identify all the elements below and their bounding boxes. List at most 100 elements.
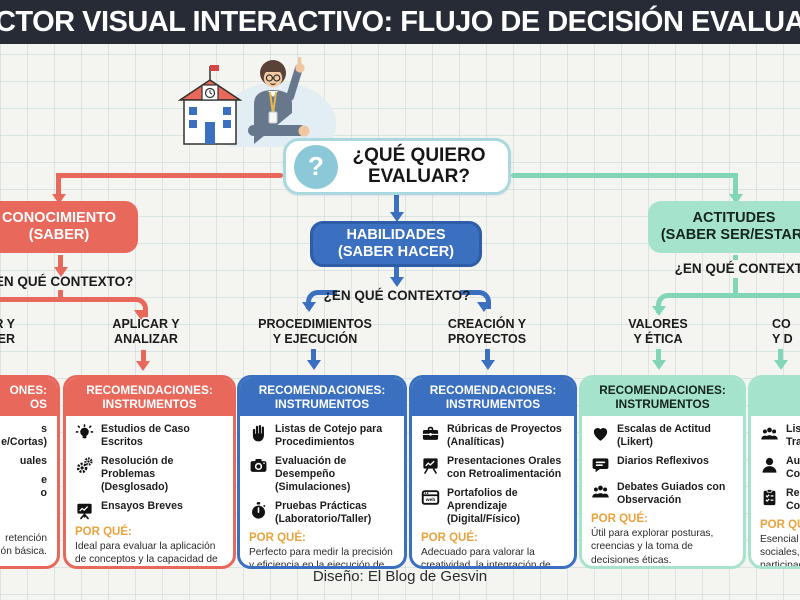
arrowhead-red-down-icon [53, 267, 68, 277]
why-section: POR QUÉ: Adecuado para valorar la creati… [421, 531, 565, 569]
card-header: ONES: OS [0, 378, 57, 417]
card-header: RECOMENDACIONES: INSTRUMENTOS [412, 378, 574, 417]
connector-red-stem [58, 255, 63, 269]
connector-blue-stem [485, 349, 490, 362]
sublabel-aplicar-analizar: APLICAR Y ANALIZAR [112, 317, 180, 346]
arrowhead-teal-down-icon [651, 360, 666, 370]
card-header: RECO INS [751, 378, 800, 417]
instrument-item: RegiCon [760, 487, 800, 513]
sublabel-recordar: R Y ER [0, 317, 15, 346]
connector-teal-stem [733, 278, 738, 294]
connector-teal-vertical [733, 173, 738, 196]
why-section: POR QUÉ: Perfecto para medir la precisió… [249, 532, 395, 569]
person-icon [760, 456, 779, 475]
briefcase-icon [421, 424, 440, 443]
card-header: RECOMENDACIONES: INSTRUMENTOS [582, 378, 743, 417]
why-label: POR QUÉ: [75, 525, 132, 538]
arrowhead-blue-down-icon [301, 302, 316, 312]
connector-teal-stem [778, 349, 783, 362]
elbow-blue-left [306, 290, 337, 309]
connector-red-vertical [56, 173, 61, 196]
root-question-text: ¿QUÉ QUIERO EVALUAR? [352, 144, 486, 187]
branch-box-habilidades: HABILIDADES (SABER HACER) [310, 221, 482, 267]
arrowhead-teal-down-icon [651, 306, 666, 316]
instrument-item: Pruebas Prácticas(Laboratorio/Taller) [249, 500, 395, 526]
why-text: Ideal para evaluar la aplicación de conc… [75, 540, 218, 566]
why-text: Útil para explorar posturas, creencias y… [591, 528, 714, 566]
card-valores-instruments: RECOMENDACIONES: INSTRUMENTOS Escalas de… [579, 375, 746, 569]
instrument-item: Ensayos Breves [75, 500, 224, 520]
branch-box-conocimiento: CONOCIMIENTO (SABER) [0, 201, 138, 253]
elbow-blue-right [460, 290, 491, 309]
heart-icon [591, 424, 610, 443]
arrowhead-blue-down-icon [389, 212, 404, 222]
gears-icon [75, 456, 94, 475]
bracket-red [0, 297, 148, 317]
sublabel-convivencia: CO Y D [772, 317, 793, 346]
presentation-board-icon [75, 501, 94, 520]
why-label: POR QUÉ: [591, 513, 648, 525]
arrowhead-blue-down-icon [306, 360, 321, 370]
hand-icon [249, 424, 268, 443]
context-question-conocimiento: ¿EN QUÉ CONTEXTO? [0, 274, 134, 289]
why-section: POR QUÉ: Ideal para evaluar la aplicació… [75, 525, 224, 566]
card-header: RECOMENDACIONES: INSTRUMENTOS [240, 378, 404, 417]
camera-icon [249, 456, 268, 475]
instrument-item: uales [19, 455, 47, 468]
speech-bubble-icon [591, 456, 610, 475]
clipboard-icon [760, 488, 779, 507]
arrowhead-red-down-icon [133, 310, 148, 320]
instrument-item: Diarios Reflexivos [591, 455, 734, 475]
why-label: POR QUÉ: [421, 531, 478, 544]
arrowhead-blue-down-icon [389, 277, 404, 287]
instrument-item: ListaTrab [760, 423, 800, 449]
connector-blue-vertical [394, 195, 399, 214]
lightbulb-icon [75, 424, 94, 443]
arrowhead-red-down-icon [136, 361, 150, 371]
instrument-item: Rúbricas de Proyectos(Analíticas) [421, 423, 565, 449]
sublabel-valores-etica: VALORES Y ÉTICA [628, 317, 688, 346]
context-question-actitudes: ¿EN QUÉ CONTEXTO? [674, 261, 800, 276]
card-convivencia-instruments: RECO INS ListaTrab AutoCoe RegiCon POR Q… [748, 375, 800, 569]
card-procedimientos-instruments: RECOMENDACIONES: INSTRUMENTOS Listas de … [237, 375, 407, 569]
card-header: RECOMENDACIONES: INSTRUMENTOS [66, 378, 233, 417]
chart-presentation-icon [421, 456, 440, 475]
why-section: POR QUÉ: Útil para explorar posturas, cr… [591, 513, 734, 566]
teacher-illustration [248, 57, 310, 144]
why-section: POR QUÉ Esencial psociales, rparticipac [760, 519, 800, 569]
instrument-item: Escalas de Actitud(Likert) [591, 423, 734, 449]
web-browser-icon [421, 488, 440, 507]
connector-teal-stem [733, 255, 738, 260]
design-credit: Diseño: El Blog de Gesvin [312, 568, 488, 585]
connector-teal-horizontal [511, 173, 738, 178]
connector-teal-stem [656, 349, 661, 362]
connector-red-stem [58, 290, 63, 298]
why-text: Adecuado para valorar la creatividad, la… [421, 546, 551, 569]
group-icon [591, 482, 610, 501]
root-question-box: ? ¿QUÉ QUIERO EVALUAR? [283, 138, 511, 195]
why-text: Esencial psociales, rparticipac [760, 533, 800, 569]
instrument-item: AutoCoe [760, 455, 800, 481]
connector-red-horizontal [56, 173, 283, 178]
group-icon [760, 424, 779, 443]
stopwatch-icon [249, 501, 268, 520]
bracket-teal [656, 293, 800, 313]
arrowhead-blue-down-icon [480, 360, 495, 370]
sublabel-procedimientos: PROCEDIMIENTOS Y EJECUCIÓN [258, 317, 372, 346]
instrument-item: Resolución de Problemas(Desglosado) [75, 455, 224, 494]
arrowhead-blue-down-icon [476, 302, 491, 312]
instrument-item: Portafolios de Aprendizaje(Digital/Físic… [421, 487, 565, 526]
card-aplicar-instruments: RECOMENDACIONES: INSTRUMENTOS Estudios d… [63, 375, 236, 569]
connector-blue-stem [394, 267, 399, 279]
arrowhead-red-down-icon [51, 194, 66, 204]
why-text: Perfecto para medir la precisión y efici… [249, 546, 393, 569]
